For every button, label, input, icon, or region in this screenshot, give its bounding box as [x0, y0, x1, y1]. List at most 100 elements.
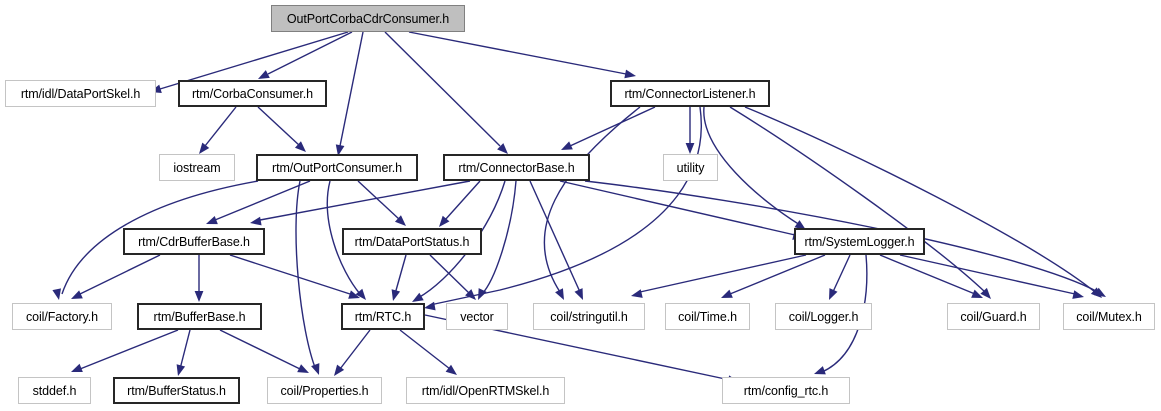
edge-outportconsumer-to-rtc	[326, 180, 361, 295]
arrowhead-connectorlistener-to-stringutil	[555, 288, 564, 300]
arrowhead-connectorlistener-to-utility	[685, 143, 695, 154]
arrowhead-cdrbufferbase-to-rtc	[348, 290, 360, 299]
edge-outportconsumer_factory-to-factory	[61, 180, 259, 295]
arrowhead-systemlogger-to-guard	[971, 289, 983, 298]
arrowhead-rtc-to-properties	[334, 364, 345, 376]
edge-outportconsumer-to-properties	[295, 180, 317, 371]
edge-connectorlistener-to-mutex	[744, 106, 1096, 293]
arrowhead-connectorbase-to-cdrbufferbase	[250, 216, 262, 226]
edge-connectorlistener-to-guard	[729, 106, 986, 293]
graph-node-stddef[interactable]: stddef.h	[18, 377, 91, 404]
edge-connectorlistener-to-rtc	[429, 106, 702, 306]
graph-node-guard[interactable]: coil/Guard.h	[947, 303, 1040, 330]
graph-node-utility[interactable]: utility	[663, 154, 718, 181]
edge-bufferbase-to-bufferstatus	[179, 329, 191, 370]
graph-node-rtc[interactable]: rtm/RTC.h	[341, 303, 425, 330]
arrowhead-connectorlistener-to-connectorbase	[561, 141, 573, 150]
edge-systemlogger-to-logger	[831, 254, 851, 295]
arrowhead-outportconsumer_factory-to-factory	[52, 288, 62, 300]
edge-connectorbase-to-cdrbufferbase	[259, 180, 471, 221]
edge-outportconsumer-to-cdrbufferbase	[214, 180, 311, 221]
graph-node-stringutil[interactable]: coil/stringutil.h	[533, 303, 645, 330]
graph-node-config_rtc[interactable]: rtm/config_rtc.h	[722, 377, 850, 404]
arrowhead-connectorbase-to-vector	[478, 288, 487, 300]
arrowhead-rtc-to-openrtmskel	[445, 364, 457, 375]
edge-bufferbase-to-properties	[219, 329, 301, 370]
arrowhead-dataportstatus-to-vector	[465, 289, 476, 300]
graph-node-time[interactable]: coil/Time.h	[665, 303, 750, 330]
edge-bufferbase-to-stddef	[79, 329, 179, 370]
edge-systemlogger-to-mutex	[899, 254, 1076, 295]
arrowhead-bufferbase-to-properties	[297, 364, 309, 373]
edge-systemlogger-to-guard	[879, 254, 976, 295]
edge-connectorbase-to-vector	[481, 180, 517, 295]
graph-node-corbaconsumer[interactable]: rtm/CorbaConsumer.h	[178, 80, 327, 107]
edge-root-to-dataportskel	[159, 31, 349, 90]
arrowhead-root-to-connectorlistener	[624, 69, 636, 79]
arrowhead-connectorbase-to-dataportstatus	[439, 215, 450, 227]
edge-connectorlistener-to-connectorbase	[569, 106, 656, 147]
arrowhead-connectorlistener-to-rtc	[424, 301, 436, 311]
arrowhead-cdrbufferbase-to-factory	[71, 290, 83, 299]
graph-node-systemlogger[interactable]: rtm/SystemLogger.h	[794, 228, 925, 255]
arrowhead-bufferbase-to-bufferstatus	[176, 364, 186, 376]
graph-node-dataportskel[interactable]: rtm/idl/DataPortSkel.h	[5, 80, 156, 107]
arrowhead-cdrbufferbase-to-bufferbase	[194, 291, 204, 302]
arrowhead-connectorbase-to-rtc	[412, 292, 424, 302]
edge-root-to-connectorbase	[384, 31, 501, 147]
arrowhead-bufferbase-to-stddef	[71, 363, 83, 372]
arrowhead-outportconsumer-to-dataportstatus	[394, 215, 406, 226]
graph-node-logger[interactable]: coil/Logger.h	[775, 303, 872, 330]
arrowhead-connectorlistener-to-systemlogger	[794, 220, 806, 230]
edge-connectorbase-to-systemlogger	[559, 180, 796, 236]
edge-systemlogger-to-time	[729, 254, 826, 295]
edge-dataportstatus-to-vector	[429, 254, 471, 295]
graph-node-connectorlistener[interactable]: rtm/ConnectorListener.h	[610, 80, 770, 107]
arrowhead-corbaconsumer-to-iostream	[199, 142, 210, 154]
edge-corbaconsumer-to-iostream	[204, 106, 237, 147]
edge-cdrbufferbase-to-rtc	[229, 254, 351, 295]
arrowhead-systemlogger-to-stringutil	[631, 289, 643, 298]
arrowhead-connectorbase-to-mutex	[1094, 287, 1106, 297]
graph-node-iostream[interactable]: iostream	[159, 154, 235, 181]
edge-root-to-outportconsumer	[339, 31, 364, 147]
graph-node-root[interactable]: OutPortCorbaCdrConsumer.h	[271, 5, 465, 32]
graph-node-connectorbase[interactable]: rtm/ConnectorBase.h	[443, 154, 590, 181]
graph-node-properties[interactable]: coil/Properties.h	[267, 377, 382, 404]
graph-node-outportconsumer[interactable]: rtm/OutPortConsumer.h	[256, 154, 418, 181]
graph-node-bufferstatus[interactable]: rtm/BufferStatus.h	[113, 377, 240, 404]
arrowhead-connectorlistener-to-guard	[980, 287, 991, 299]
arrowhead-connectorbase-to-stringutil	[574, 288, 583, 300]
edge-connectorbase-to-dataportstatus	[444, 180, 481, 221]
edge-outportconsumer-to-dataportstatus	[357, 180, 401, 221]
arrowhead-outportconsumer-to-cdrbufferbase	[206, 215, 218, 225]
arrowhead-corbaconsumer-to-outportconsumer	[294, 141, 306, 152]
graph-node-openrtmskel[interactable]: rtm/idl/OpenRTMSkel.h	[406, 377, 565, 404]
arrowhead-root-to-outportconsumer	[335, 144, 345, 156]
graph-node-mutex[interactable]: coil/Mutex.h	[1063, 303, 1155, 330]
edge-corbaconsumer-to-outportconsumer	[257, 106, 301, 147]
graph-node-vector[interactable]: vector	[446, 303, 508, 330]
arrowhead-systemlogger-to-time	[721, 289, 733, 298]
edge-connectorbase-to-stringutil	[529, 180, 581, 293]
graph-node-factory[interactable]: coil/Factory.h	[12, 303, 112, 330]
edge-root-to-corbaconsumer	[267, 31, 353, 75]
edge-rtc-to-openrtmskel	[399, 329, 451, 370]
graph-node-dataportstatus[interactable]: rtm/DataPortStatus.h	[342, 228, 482, 255]
graph-node-cdrbufferbase[interactable]: rtm/CdrBufferBase.h	[123, 228, 265, 255]
arrowhead-outportconsumer-to-rtc	[355, 288, 366, 300]
edge-rtc-to-properties	[339, 329, 371, 370]
edge-systemlogger-to-stringutil	[639, 254, 807, 293]
arrowhead-systemlogger-to-config_rtc	[814, 366, 826, 375]
edge-cdrbufferbase-to-factory	[79, 254, 161, 295]
arrowhead-systemlogger-to-logger	[829, 288, 838, 300]
arrowhead-outportconsumer-to-properties	[311, 363, 320, 375]
arrowhead-root-to-connectorbase	[497, 143, 508, 154]
arrowhead-dataportstatus-to-rtc	[391, 289, 401, 301]
graph-node-bufferbase[interactable]: rtm/BufferBase.h	[137, 303, 262, 330]
edge-dataportstatus-to-rtc	[394, 254, 407, 295]
edge-connectorlistener-to-systemlogger	[703, 106, 801, 226]
edge-connectorlistener-to-stringutil	[543, 106, 641, 293]
